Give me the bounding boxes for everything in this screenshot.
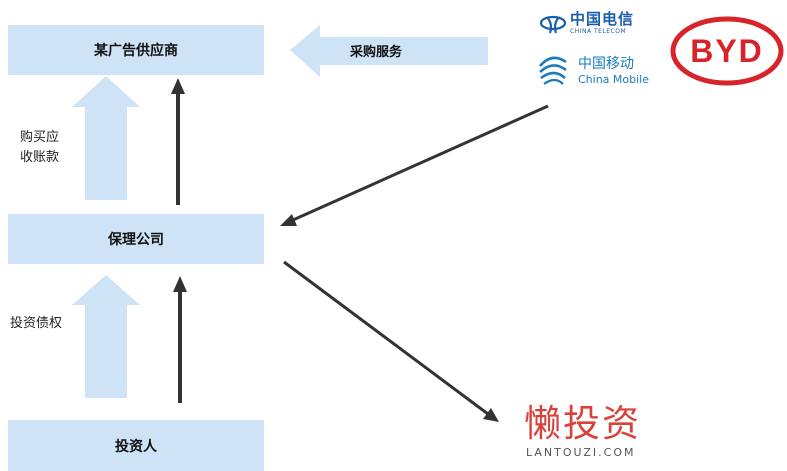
lantouzi-en: LANTOUZI.COM bbox=[526, 446, 636, 459]
factoring-label: 保理公司 bbox=[108, 232, 164, 248]
lantouzi-cn: 懒投资 bbox=[524, 402, 641, 445]
buy-receivables-label: 购买应 收账款 bbox=[20, 130, 60, 165]
china-mobile-cn: 中国移动 bbox=[578, 56, 634, 72]
china-telecom-en: CHINA TELECOM bbox=[570, 28, 627, 35]
china-mobile-logo: 中国移动 China Mobile bbox=[578, 56, 688, 86]
byd-logo bbox=[670, 16, 784, 86]
byd-logo-text: BYD bbox=[690, 33, 764, 69]
factoring-to-lantouzi-arrow bbox=[283, 260, 499, 422]
investor-label: 投资人 bbox=[115, 438, 157, 455]
enterprises-to-factoring-arrow bbox=[280, 104, 549, 226]
china-telecom-cn: 中国电信 bbox=[570, 10, 635, 28]
investor-box: 投资人 bbox=[8, 420, 264, 471]
supplier-box: 某广告供应商 bbox=[8, 25, 264, 75]
investor-to-factoring-arrow bbox=[173, 276, 187, 403]
buy-receivables-arrow bbox=[72, 76, 140, 200]
china-telecom-logo: 中国电信 CHINA TELECOM bbox=[570, 10, 680, 36]
factoring-box: 保理公司 bbox=[8, 214, 264, 264]
china-mobile-icon bbox=[539, 56, 567, 85]
factoring-to-supplier-arrow bbox=[171, 78, 185, 205]
procurement-service-label: 采购服务 bbox=[350, 45, 403, 60]
invest-debt-arrow bbox=[72, 275, 140, 398]
procurement-service-arrow bbox=[290, 25, 488, 77]
supplier-label: 某广告供应商 bbox=[94, 43, 178, 59]
lantouzi-logo: 懒投资 LANTOUZI.COM bbox=[524, 402, 664, 460]
invest-debt-label: 投资债权 bbox=[10, 316, 63, 331]
china-telecom-icon bbox=[539, 15, 567, 34]
china-mobile-en: China Mobile bbox=[578, 73, 650, 86]
